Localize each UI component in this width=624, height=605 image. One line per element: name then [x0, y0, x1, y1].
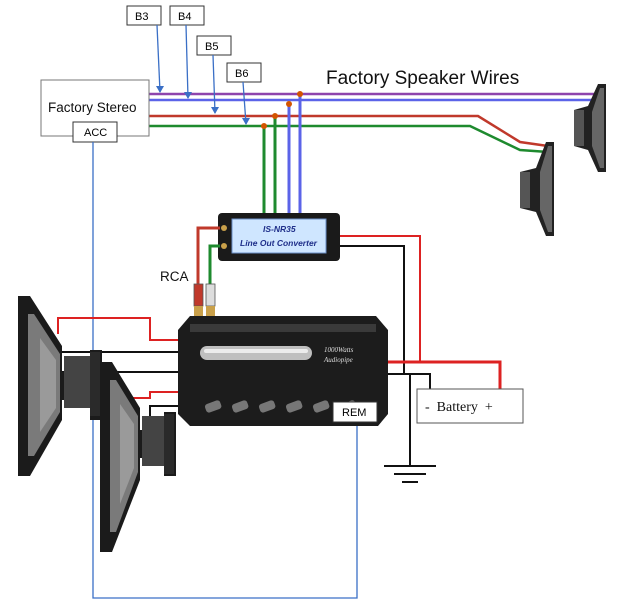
tap-dot-3	[286, 101, 292, 107]
battery-label: - Battery +	[425, 400, 493, 415]
rca-cables	[193, 226, 220, 316]
callout-b5-label: B5	[205, 41, 218, 53]
battery: - Battery +	[416, 388, 524, 424]
acc-label: ACC	[84, 127, 107, 139]
converter-input-taps	[261, 91, 303, 216]
amplifier: 1000Watts Audiopipe	[178, 316, 388, 426]
rca-label: RCA	[160, 269, 189, 284]
callout-b6: B6	[226, 62, 262, 125]
callout-b3: B3	[126, 5, 164, 93]
tap-dot-1	[261, 123, 267, 129]
callout-b4-label: B4	[178, 11, 191, 23]
rem-label: REM	[342, 407, 366, 419]
battery-negative-lead	[410, 373, 431, 390]
amp-power-red	[388, 360, 502, 390]
factory-speaker-front	[520, 142, 554, 236]
converter-ground-black	[340, 245, 405, 374]
speaker-wire-green	[148, 124, 549, 154]
converter-name: Line Out Converter	[240, 238, 318, 248]
amp-brand-2: Audiopipe	[323, 356, 353, 364]
factory-stereo-label: Factory Stereo	[48, 100, 137, 115]
ground-symbol	[384, 465, 436, 483]
rem-box	[332, 401, 378, 423]
callout-b3-label: B3	[135, 11, 148, 23]
callout-b4: B4	[169, 5, 205, 99]
tap-dot-2	[272, 113, 278, 119]
acc-box	[72, 121, 118, 143]
amp-ground-black	[388, 373, 411, 466]
speaker-wire-purple	[148, 92, 600, 96]
callout-b6-label: B6	[235, 68, 248, 80]
tap-dot-4	[297, 91, 303, 97]
subwoofer-2	[100, 362, 176, 552]
subwoofer-1	[18, 296, 102, 476]
amp-brand-1: 1000Watts	[324, 346, 354, 354]
converter-model: IS-NR35	[263, 224, 296, 234]
factory-speaker-rear	[574, 84, 606, 172]
speaker-wire-red	[148, 114, 549, 148]
diagram-title: Factory Speaker Wires	[326, 68, 519, 89]
factory-stereo: Factory Stereo ACC	[40, 79, 150, 143]
factory-speaker-wires	[148, 92, 600, 154]
callouts: B3 B4 B5 B6	[126, 5, 262, 125]
line-out-converter: IS-NR35 Line Out Converter	[218, 213, 340, 261]
converter-power-red	[340, 235, 421, 362]
callout-b5: B5	[196, 35, 232, 114]
